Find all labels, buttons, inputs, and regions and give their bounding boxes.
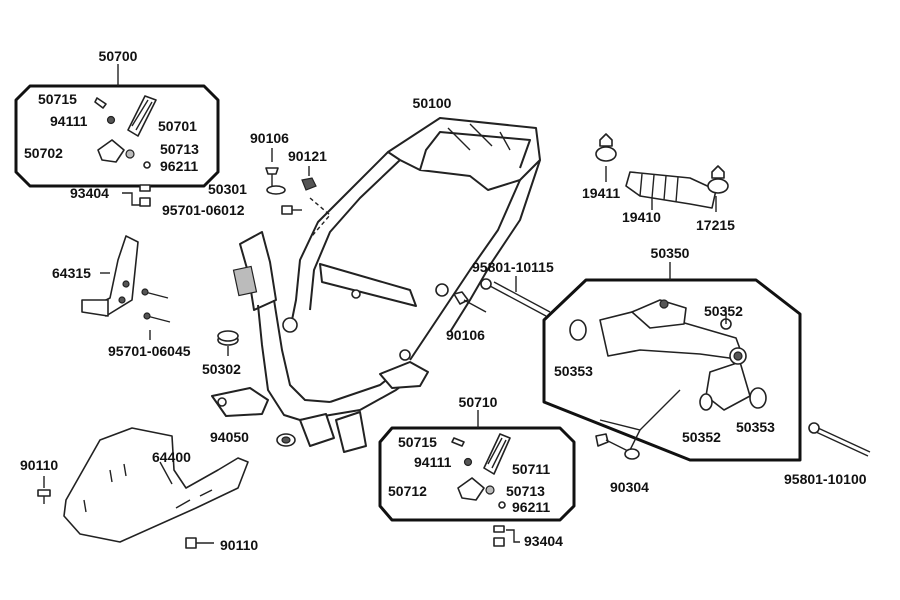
footpeg-right-group [451,433,511,509]
label-50353-right: 50353 [736,419,775,435]
label-50350: 50350 [651,245,690,261]
clip-93404-right [493,525,520,547]
label-50352-upper: 50352 [704,303,743,319]
rubber-mount-50302 [217,330,239,356]
label-50700: 50700 [99,48,138,64]
label-50715-left: 50715 [38,91,77,107]
air-hose-group [595,133,729,212]
label-95801-10115: 95801-10115 [472,259,554,275]
bolt-90106-right [453,291,487,313]
label-90110-bottom: 90110 [220,537,258,553]
label-90106-right: 90106 [446,327,485,343]
label-93404-right: 93404 [524,533,563,549]
bolt-90304 [595,433,640,460]
upper-fastener-group [265,148,331,237]
label-95701-06012: 95701-06012 [162,202,245,218]
label-95801-10100: 95801-10100 [784,471,867,487]
label-94050: 94050 [210,429,249,445]
label-50302: 50302 [202,361,241,377]
label-64315: 64315 [52,265,91,281]
bracket-64315 [81,235,171,340]
bolt-95801-10100 [808,422,871,457]
bolt-95801-10115 [480,276,551,317]
label-50702: 50702 [24,145,63,161]
label-19411: 19411 [582,185,620,201]
label-94111-right: 94111 [414,454,452,470]
label-50353-left: 50353 [554,363,593,379]
callout-box-50350 [542,278,802,462]
screw-90110-left [37,476,51,504]
callout-box-50700 [14,84,220,188]
label-50713-right: 50713 [506,483,545,499]
label-50712: 50712 [388,483,427,499]
label-90121: 90121 [288,148,327,164]
label-19410: 19410 [622,209,661,225]
label-95701-06045: 95701-06045 [108,343,191,359]
under-cover-64400 [63,427,249,543]
label-90110-left: 90110 [20,457,58,473]
label-50710: 50710 [459,394,498,410]
label-50713-left: 50713 [160,141,199,157]
label-96211-left: 96211 [160,158,198,174]
clip-93404-left [122,184,151,207]
label-50711: 50711 [512,461,550,477]
label-64400: 64400 [152,449,191,465]
footpeg-left-group [94,95,157,169]
nut-94050 [276,433,296,447]
label-50100: 50100 [413,95,452,111]
label-50715-right: 50715 [398,434,437,450]
label-50301: 50301 [208,181,247,197]
label-90106-top: 90106 [250,130,289,146]
main-frame [211,117,541,453]
label-93404-left: 93404 [70,185,109,201]
callout-box-50710 [378,426,576,522]
engine-hanger-group [569,299,767,451]
label-17215: 17215 [696,217,735,233]
label-96211-right: 96211 [512,499,550,515]
label-94111-left: 94111 [50,113,88,129]
label-90304: 90304 [610,479,649,495]
label-50701: 50701 [158,118,197,134]
part-labels: 50700 50715 94111 50701 50702 50713 9621… [20,48,867,553]
screw-90110-bottom [185,537,214,549]
label-50352-lower: 50352 [682,429,721,445]
